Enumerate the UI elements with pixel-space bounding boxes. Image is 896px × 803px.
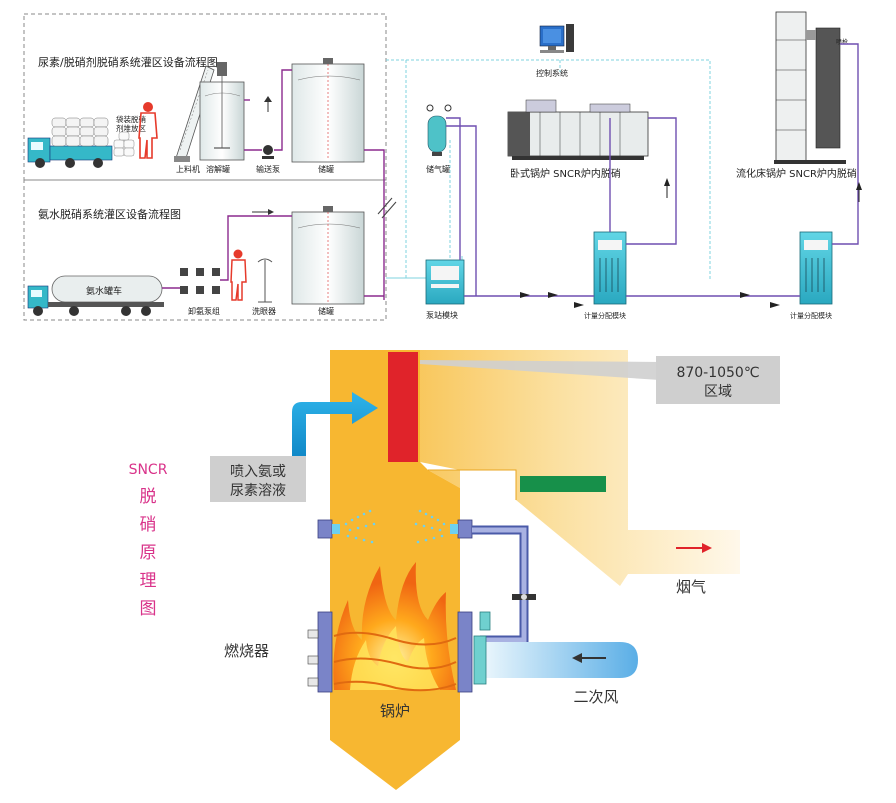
temp-zone-callout [656, 356, 780, 404]
computer-icon [539, 24, 574, 53]
air-tank-icon [426, 104, 452, 156]
ammonia-pipes [162, 215, 384, 297]
control-system-label: 控制系统 [536, 68, 568, 78]
nozzle-left-icon [317, 519, 340, 539]
main-pipes [446, 43, 859, 297]
air-arrow-icon [572, 653, 606, 663]
flue-gas-label: 烟气 [676, 578, 706, 596]
spray-droplets [344, 509, 446, 544]
cfb-boiler-label: 流化床锅炉 SNCR炉内脱硝 [736, 167, 857, 180]
control-lines [386, 59, 711, 280]
principle-title-char-6: 图 [140, 599, 157, 619]
sncr-principle: 870-1050℃ 区域 喷入氨或 尿素溶液 SNCR 脱 硝 原 理 图 [129, 350, 780, 790]
ammonia-section-title: 氨水脱硝系统灌区设备流程图 [38, 207, 181, 221]
reaction-zone [388, 352, 418, 462]
principle-title-char-4: 原 [140, 543, 157, 563]
nozzle-right-icon [450, 519, 473, 539]
eyewash-icon [257, 258, 273, 303]
inject-callout [210, 456, 306, 502]
heat-exchanger-bar [520, 476, 606, 492]
flue-duct [330, 350, 740, 586]
dissolving-tank-label: 溶解罐 [206, 164, 230, 174]
flow-diagram: 尿素/脱硝剂脱硝系统灌区设备流程图 氨水脱硝系统灌区设备流程图 袋装脱硝 剂堆放… [23, 11, 862, 321]
flue-gas-arrow-icon [676, 543, 712, 553]
bag-pile-icon [113, 131, 135, 157]
ammonia-truck-label: 氨水罐车 [86, 285, 122, 297]
flame-icon [333, 562, 457, 692]
transfer-pump-label: 输送泵 [256, 164, 280, 174]
bagged-storage-label-2: 剂堆放区 [116, 123, 146, 133]
spray-gun-label: 喷枪 [836, 38, 848, 46]
unloading-pump-icon [180, 268, 220, 294]
horizontal-boiler-icon [507, 99, 649, 160]
ammonia-section-box [23, 179, 387, 321]
injection-arrow-icon [292, 392, 378, 470]
transfer-pump-icon [262, 145, 274, 159]
urea-pipes [244, 69, 385, 300]
storage-tank-2-label: 储罐 [318, 306, 334, 316]
inject-label-1: 喷入氨或 [230, 464, 286, 480]
worker-icon [138, 102, 158, 159]
metering-module-2-icon [799, 231, 833, 305]
storage-tank-1-label: 储罐 [318, 164, 334, 174]
urea-section-box [23, 13, 387, 181]
metering-module-1-icon [593, 231, 627, 305]
feeder-label: 上料机 [176, 164, 200, 174]
urea-section-title: 尿素/脱硝剂脱硝系统灌区设备流程图 [38, 55, 218, 69]
metering-module-1-label: 计量分配模块 [584, 311, 626, 320]
storage-tank-2-icon [291, 206, 365, 305]
boiler-label: 锅炉 [380, 702, 410, 720]
delivery-truck-icon [27, 117, 113, 168]
temp-zone-label-1: 870-1050℃ [676, 365, 759, 381]
metering-module-2-label: 计量分配模块 [790, 311, 832, 320]
flow-arrows [520, 178, 862, 308]
principle-title-char-3: 硝 [140, 515, 157, 535]
air-tank-label: 储气罐 [426, 164, 450, 174]
pump-module-label: 泵站模块 [426, 310, 458, 320]
dissolving-tank-icon [199, 62, 245, 161]
worker-2-icon [230, 249, 247, 301]
air-pipe [472, 525, 536, 645]
ammonia-truck-icon [27, 275, 164, 316]
burner-right-icon [457, 611, 473, 693]
bagged-storage-label-1: 袋装脱硝 [116, 114, 146, 124]
storage-tank-1-icon [291, 58, 365, 163]
cfb-boiler-icon [774, 11, 846, 164]
eyewash-label: 洗眼器 [252, 306, 276, 316]
flow-arrow-up-icon [264, 96, 272, 102]
principle-title-char-2: 脱 [140, 487, 157, 507]
burner-left-icon [307, 611, 333, 693]
horizontal-boiler-label: 卧式锅炉 SNCR炉内脱硝 [510, 167, 621, 180]
principle-title-char-5: 理 [140, 571, 157, 591]
unloading-pump-label: 卸氨泵组 [188, 306, 220, 316]
secondary-air-duct [486, 642, 638, 678]
pump-module-icon [425, 259, 465, 305]
inject-label-2: 尿素溶液 [230, 483, 286, 499]
temp-zone-label-2: 区域 [704, 384, 732, 400]
principle-title-sncr: SNCR [129, 462, 168, 478]
secondary-air-label: 二次风 [573, 688, 618, 706]
burner-label: 燃烧器 [224, 642, 269, 660]
